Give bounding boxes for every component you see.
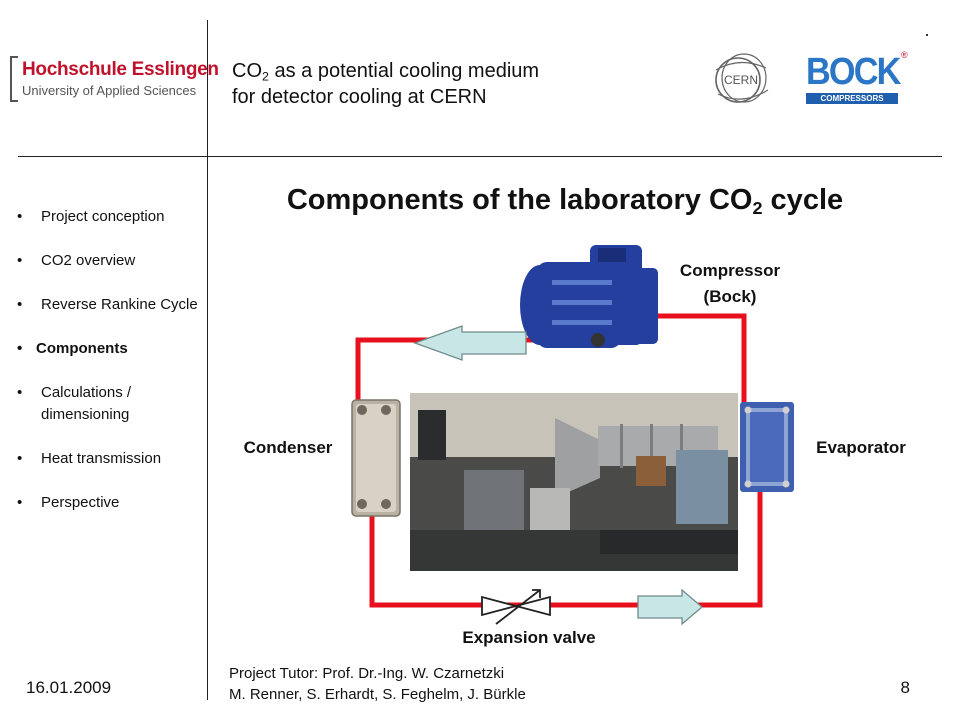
header-title-line2: for detector cooling at CERN bbox=[232, 86, 487, 108]
flow-arrow-right bbox=[637, 588, 704, 626]
condenser-label: Condenser bbox=[243, 438, 333, 457]
footer-tutor-line: Project Tutor: Prof. Dr.-Ing. W. Czarnet… bbox=[229, 665, 505, 682]
slide-title: Components of the laboratory CO2 cycle bbox=[286, 184, 844, 219]
flow-arrow-left bbox=[413, 325, 527, 361]
cern-logo-text: CERN bbox=[724, 73, 758, 87]
nav-item[interactable]: Project conception bbox=[17, 206, 203, 228]
expansion-valve-symbol bbox=[481, 589, 551, 625]
footer-authors-line: M. Renner, S. Erhardt, S. Feghelm, J. Bü… bbox=[229, 686, 526, 703]
nav-item[interactable]: Reverse Rankine Cycle bbox=[17, 294, 203, 316]
logo-subtitle: University of Applied Sciences bbox=[22, 83, 197, 98]
nav-item[interactable]: Perspective bbox=[17, 492, 203, 514]
footer-credits: Project Tutor: Prof. Dr.-Ing. W. Czarnet… bbox=[229, 663, 526, 705]
registered-mark: ® bbox=[901, 50, 908, 60]
bock-logo-subtitle: COMPRESSORS bbox=[806, 93, 898, 104]
nav-item[interactable]: Heat transmission bbox=[17, 448, 203, 470]
nav-item[interactable]: Components bbox=[17, 338, 203, 360]
vertical-divider bbox=[207, 20, 208, 700]
bock-logo: BOCK COMPRESSORS ® bbox=[806, 50, 912, 104]
hochschule-esslingen-logo: Hochschule Esslingen University of Appli… bbox=[10, 56, 219, 104]
expansion-valve-label: Expansion valve bbox=[462, 628, 596, 647]
corner-dot bbox=[926, 34, 928, 36]
evaporator-label: Evaporator bbox=[816, 438, 906, 457]
evaporator-image bbox=[740, 402, 794, 492]
header-title: CO2 as a potential cooling medium for de… bbox=[232, 58, 539, 110]
logo-name: Hochschule Esslingen bbox=[22, 59, 219, 80]
sidebar-nav: Project conceptionCO2 overviewReverse Ra… bbox=[17, 206, 203, 536]
nav-item[interactable]: CO2 overview bbox=[17, 250, 203, 272]
bock-logo-word: BOCK bbox=[806, 51, 901, 93]
nav-item[interactable]: Calculations / dimensioning bbox=[17, 382, 203, 426]
cern-logo: CERN bbox=[715, 53, 769, 103]
compressor-label: Compressor (Bock) bbox=[679, 261, 781, 306]
header-title-line1: CO2 as a potential cooling medium bbox=[232, 60, 540, 84]
laboratory-photo bbox=[410, 393, 738, 571]
condenser-image bbox=[351, 399, 401, 517]
footer-date: 16.01.2009 bbox=[26, 678, 112, 697]
page-number: 8 bbox=[900, 678, 910, 697]
pipe-bottom bbox=[369, 490, 763, 608]
logo-bracket bbox=[10, 56, 18, 102]
compressor-image bbox=[520, 245, 658, 348]
header-divider bbox=[18, 156, 942, 157]
